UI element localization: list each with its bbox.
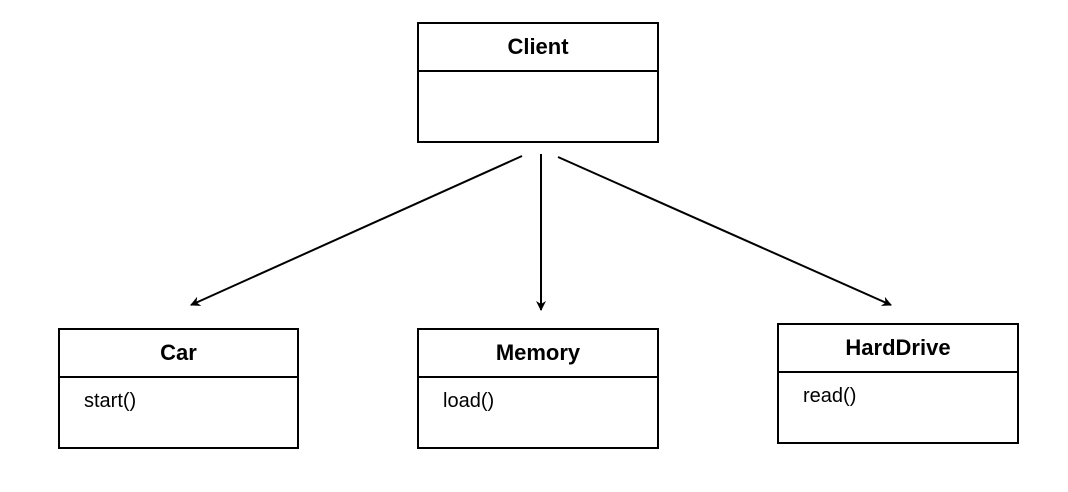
class-client-body [419, 72, 657, 84]
arrow-client-to-car [190, 155, 523, 306]
class-harddrive-method: read() [803, 385, 857, 407]
class-harddrive-body: read() [779, 373, 1017, 408]
class-client[interactable]: Client [417, 22, 659, 143]
class-harddrive[interactable]: HardDrive read() [777, 323, 1019, 444]
class-memory-body: load() [419, 378, 657, 413]
class-harddrive-name: HardDrive [779, 325, 1017, 373]
class-car-body: start() [60, 378, 297, 413]
class-memory-method: load() [443, 390, 495, 412]
class-client-name: Client [419, 24, 657, 72]
class-car-name: Car [60, 330, 297, 378]
class-car[interactable]: Car start() [58, 328, 299, 449]
class-car-method: start() [84, 390, 137, 412]
class-memory[interactable]: Memory load() [417, 328, 659, 449]
class-memory-name: Memory [419, 330, 657, 378]
arrow-client-to-harddrive [557, 156, 892, 306]
